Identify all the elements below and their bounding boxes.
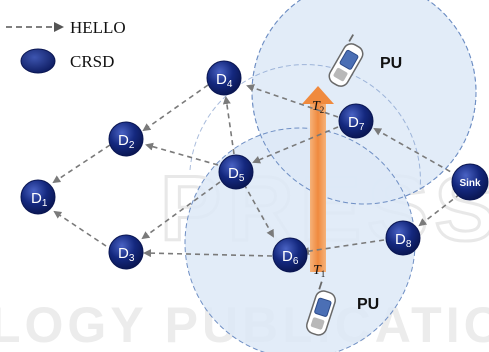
node-d5: D5 [218,154,254,190]
svg-text:D8: D8 [395,231,412,250]
link-d5-d4 [222,96,235,155]
pu-label-top: PU [380,55,402,72]
node-d1: D1 [20,179,56,215]
pu-phone-bottom-icon [306,281,336,336]
node-sink: Sink [451,163,489,201]
svg-text:D2: D2 [118,132,135,151]
pu-phone-top-icon [328,34,364,87]
node-d8: D8 [385,220,421,256]
svg-text:D4: D4 [216,71,233,90]
legend-hello-label: HELLO [70,18,126,37]
svg-text:D5: D5 [228,165,245,184]
svg-text:D6: D6 [282,248,299,267]
link-d7-d5 [252,126,339,164]
link-d7-d4 [246,84,339,118]
link-d2-d1 [52,144,111,184]
node-d6: D6 [272,237,308,273]
svg-text:D1: D1 [31,190,48,209]
legend: HELLO CRSD [6,18,126,74]
link-d5-d2 [145,142,219,166]
node-d4: D4 [206,60,242,96]
link-d5-d6 [243,183,274,238]
node-d2: D2 [108,121,144,157]
svg-text:D7: D7 [348,114,365,133]
link-sink-d7 [373,128,459,177]
nodes: D1 D2 D3 D4 D5 D6 D7 D8 [20,60,489,273]
link-d8-d6 [301,239,385,256]
svg-text:D3: D3 [118,245,135,264]
legend-crsd-icon [20,48,56,74]
pu-label-bottom: PU [357,296,379,313]
path-label-t1: T1 [313,263,325,279]
legend-crsd-label: CRSD [70,52,114,71]
path-label-t2: T2 [312,99,324,115]
link-d5-d3 [141,181,221,240]
link-d3-d1 [53,210,107,247]
node-d7: D7 [338,103,374,139]
svg-text:Sink: Sink [459,178,481,189]
node-d3: D3 [108,234,144,270]
hello-links [52,84,461,258]
link-d4-d2 [142,84,209,132]
link-d6-d3 [143,249,273,258]
pu-movement-arrow [302,86,334,272]
